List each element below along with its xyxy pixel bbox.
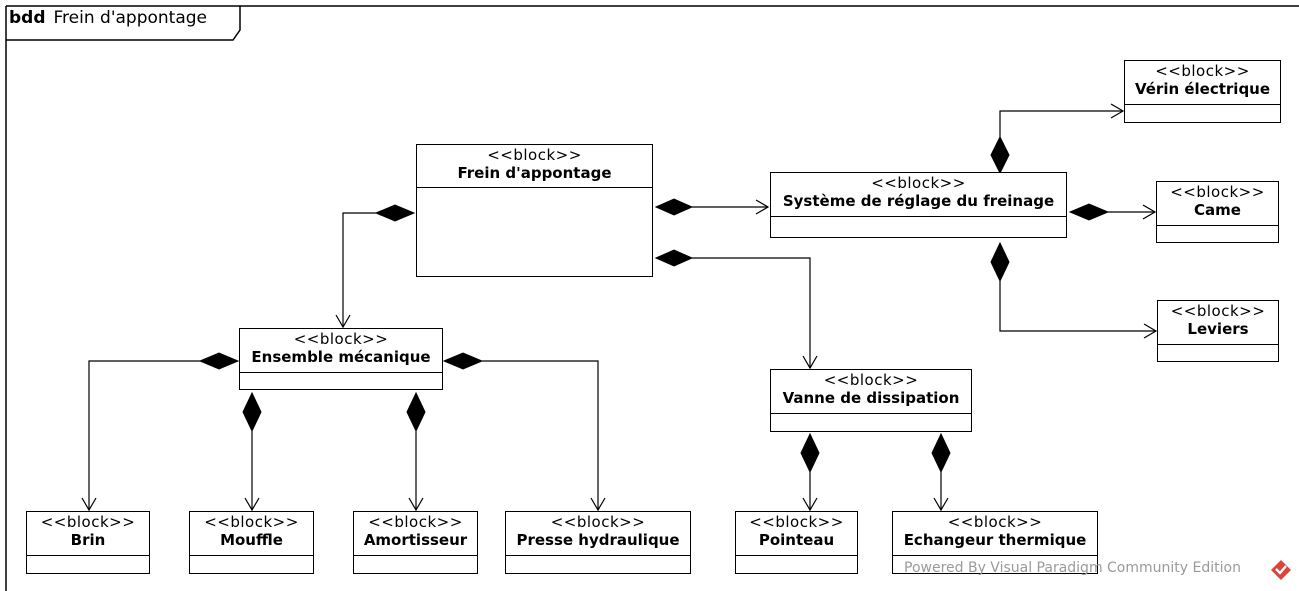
block-stereotype: <<block>> (368, 513, 463, 531)
block-frein-d-appontage[interactable]: <<block>>Frein d'appontage (416, 144, 653, 277)
block-separator (240, 372, 442, 373)
diamonds (198, 135, 1110, 474)
diamond-vanne-echangeur (931, 432, 951, 474)
block-stereotype: <<block>> (487, 146, 582, 164)
block-separator (1158, 344, 1278, 345)
block-separator (190, 555, 313, 556)
block-name: Frein d'appontage (457, 164, 612, 182)
block-stereotype: <<block>> (204, 513, 299, 531)
frame-tab-outline (6, 6, 241, 41)
diamond-systeme-verin (990, 135, 1010, 175)
block-came[interactable]: <<block>>Came (1156, 181, 1279, 243)
block-leviers[interactable]: <<block>>Leviers (1157, 300, 1279, 362)
diamond-ensemble-brin (198, 352, 240, 370)
edge-ensemble-presse (482, 360, 599, 510)
block-ensemble-mecanique[interactable]: <<block>>Ensemble mécanique (239, 328, 443, 390)
block-separator (736, 555, 857, 556)
block-stereotype: <<block>> (823, 371, 919, 389)
watermark-text: Powered By Visual Paradigm Community Edi… (904, 560, 1241, 576)
arrowhead-presse (590, 497, 606, 512)
block-stereotype: <<block>> (1155, 62, 1250, 80)
block-separator (771, 413, 971, 414)
arrowhead-ensemble (335, 314, 351, 329)
block-presse-hydraulique[interactable]: <<block>>Presse hydraulique (505, 511, 691, 574)
block-echangeur-thermique[interactable]: <<block>>Echangeur thermique (892, 511, 1098, 574)
frame-keyword: bdd (9, 8, 46, 28)
frame-border (5, 5, 1299, 591)
diamond-vanne-pointeau (800, 432, 820, 474)
block-stereotype: <<block>> (871, 174, 966, 192)
block-amortisseur[interactable]: <<block>>Amortisseur (353, 511, 478, 574)
diamond-ensemble-presse (442, 352, 484, 370)
block-separator (417, 187, 652, 188)
block-verin-electrique[interactable]: <<block>>Vérin électrique (1124, 60, 1281, 123)
block-stereotype: <<block>> (749, 513, 844, 531)
arrowhead-echangeur (933, 497, 949, 512)
diamond-frein-ensemble (374, 204, 416, 222)
block-name: Vanne de dissipation (782, 389, 960, 407)
edge-frein-vanne (692, 257, 811, 368)
block-stereotype: <<block>> (1170, 183, 1265, 201)
arrowhead-amortisseur (408, 497, 424, 512)
arrowhead-leviers (1143, 323, 1158, 339)
diamond-frein-systeme (654, 198, 694, 216)
arrowhead-vanne (802, 355, 818, 370)
block-name: Brin (70, 531, 106, 549)
block-separator (1157, 225, 1278, 226)
diamond-frein-vanne (654, 249, 694, 267)
block-separator (771, 216, 1066, 217)
block-name: Amortisseur (363, 531, 468, 549)
visual-paradigm-logo-icon (1271, 560, 1291, 580)
diamond-ensemble-amortisseur (406, 391, 426, 433)
edge-systeme-verin (999, 110, 1123, 137)
block-separator (893, 555, 1097, 556)
block-stereotype: <<block>> (40, 513, 136, 531)
block-name: Echangeur thermique (903, 531, 1087, 549)
block-systeme-de-reglage[interactable]: <<block>>Système de réglage du freinage (770, 172, 1067, 238)
edge-frein-ensemble (342, 212, 376, 327)
block-separator (506, 555, 690, 556)
block-mouffle[interactable]: <<block>>Mouffle (189, 511, 314, 574)
arrowhead-mouffle (244, 497, 260, 512)
arrowhead-verin (1110, 103, 1125, 119)
block-name: Vérin électrique (1134, 80, 1271, 98)
edge-systeme-leviers (999, 281, 1156, 332)
block-name: Presse hydraulique (516, 531, 680, 549)
arrowhead-systeme (755, 199, 770, 215)
block-pointeau[interactable]: <<block>>Pointeau (735, 511, 858, 574)
connectors (88, 110, 1156, 510)
block-name: Système de réglage du freinage (782, 192, 1055, 210)
frame-title: Frein d'appontage (53, 8, 208, 28)
block-separator (1125, 104, 1280, 105)
block-brin[interactable]: <<block>>Brin (26, 511, 150, 574)
arrowhead-brin (81, 497, 97, 512)
diamond-ensemble-mouffle (242, 391, 262, 433)
frame-header: bdd Frein d'appontage (9, 8, 207, 28)
block-stereotype: <<block>> (550, 513, 646, 531)
block-stereotype: <<block>> (293, 330, 389, 348)
arrowheads (81, 103, 1158, 512)
diamond-systeme-leviers (990, 241, 1010, 283)
block-name: Ensemble mécanique (251, 348, 431, 366)
block-name: Mouffle (220, 531, 283, 549)
block-separator (27, 555, 149, 556)
arrowhead-came (1142, 204, 1157, 220)
diamond-systeme-came (1068, 203, 1110, 221)
block-name: Pointeau (758, 531, 835, 549)
block-stereotype: <<block>> (1170, 302, 1266, 320)
arrowhead-pointeau (802, 497, 818, 512)
block-name: Came (1194, 201, 1241, 219)
block-vanne-de-dissipation[interactable]: <<block>>Vanne de dissipation (770, 369, 972, 432)
block-separator (354, 555, 477, 556)
block-name: Leviers (1187, 320, 1249, 338)
block-stereotype: <<block>> (947, 513, 1043, 531)
edge-ensemble-brin (88, 360, 200, 510)
